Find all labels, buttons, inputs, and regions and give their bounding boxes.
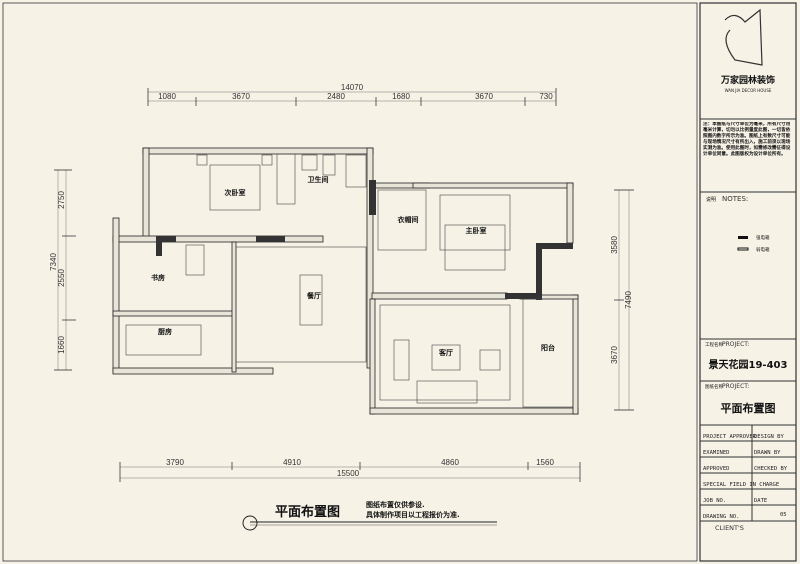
legend-item: 强电箱: [756, 234, 770, 241]
title-block: 万家园林装饰 WAN JIA DECOR HOUSE 注：本图纸与尺寸单位为毫米…: [700, 8, 796, 532]
room-labels: 次卧室 卫生间 书房 餐厅 厨房 衣帽间 主卧室 客厅 阳台: [151, 175, 555, 357]
room-dining: 餐厅: [306, 291, 321, 300]
drawing-number: 05: [780, 512, 787, 518]
dim-label: 1080: [158, 92, 176, 101]
room-master-bedroom: 主卧室: [466, 226, 487, 235]
room-bathroom: 卫生间: [308, 175, 329, 184]
row-label: PROJECT APPROVER: [703, 434, 757, 440]
company-name: 万家园林装饰: [720, 74, 775, 86]
dim-label: 2750: [57, 191, 66, 209]
row-label: JOB NO.: [703, 498, 726, 504]
dim-top-total: 14070: [341, 83, 364, 92]
notes-label: 说明: [706, 196, 716, 203]
drawing-note-1: 图纸布置仅供参设.: [366, 500, 425, 509]
notes-cn: 注：本图纸与尺寸单位为毫米，所有尺寸用毫米计算，切勿以比例量度此图，一切皆依照图…: [703, 122, 791, 157]
company-logo-icon: [724, 8, 763, 66]
furniture: [125, 153, 574, 408]
title-block-border: [699, 2, 797, 562]
dim-label: 1660: [57, 336, 66, 354]
room-living: 客厅: [438, 348, 453, 357]
drawing-name: 平面布置图: [721, 401, 776, 415]
room-balcony: 阳台: [541, 343, 555, 352]
dim-label: 2480: [327, 92, 345, 101]
row-label: APPROVED: [703, 466, 730, 472]
right-dimensions: 3580 3670 7490: [610, 189, 634, 411]
title-block-table: PROJECT APPROVER DESIGN BY EXAMINED DRAW…: [700, 424, 796, 532]
dim-label: 3790: [166, 458, 184, 467]
drawing-label: PROJECT:: [722, 383, 749, 390]
dim-label: 730: [539, 92, 553, 101]
dim-label: 1560: [536, 458, 554, 467]
dim-label: 3670: [232, 92, 250, 101]
row-label: DESIGN BY: [754, 434, 784, 440]
row-label: CHECKED BY: [754, 466, 788, 472]
dim-bottom-total: 15500: [337, 469, 360, 478]
dim-label: 3580: [610, 236, 619, 254]
room-study: 书房: [151, 273, 165, 282]
company-sub: WAN JIA DECOR HOUSE: [725, 88, 772, 93]
notes-cn-box: 注：本图纸与尺寸单位为毫米，所有尺寸用毫米计算，切勿以比例量度此图，一切皆依照图…: [703, 122, 791, 157]
dim-label: 3670: [475, 92, 493, 101]
row-label: DATE: [754, 498, 767, 504]
drawing-border: [2, 2, 698, 562]
dim-label: 1680: [392, 92, 410, 101]
room-cloakroom: 衣帽间: [398, 215, 419, 224]
drawing-note-2: 具体制作项目以工程报价为准.: [365, 510, 460, 519]
legend-item: 弱电箱: [756, 246, 770, 253]
dim-label: 2550: [57, 269, 66, 287]
dim-label: 4910: [283, 458, 301, 467]
project-label: PROJECT:: [722, 341, 749, 348]
drawing-label-cn: 图纸名称: [705, 383, 723, 390]
row-label: DRAWING NO.: [703, 514, 739, 520]
room-second-bedroom: 次卧室: [225, 188, 246, 197]
drawing-title: 平面布置图 图纸布置仅供参设. 具体制作项目以工程报价为准.: [242, 500, 497, 531]
row-label: DRAWN BY: [754, 450, 781, 456]
dim-label: 3670: [610, 346, 619, 364]
walls: [112, 147, 579, 415]
row-label: EXAMINED: [703, 450, 730, 456]
project-label-cn: 工程名称: [705, 341, 723, 348]
dim-right-total: 7490: [624, 291, 633, 309]
bottom-dimensions: 3790 4910 4860 1560 15500: [119, 458, 581, 482]
left-dimensions: 2750 2550 1660 7340: [49, 169, 76, 371]
room-kitchen: 厨房: [158, 327, 172, 336]
dim-label: 4860: [441, 458, 459, 467]
project-name: 景天花园19-403: [709, 358, 788, 371]
client-label: CLIENT'S: [715, 524, 744, 532]
row-label: SPECIAL FIELD IN CHARGE: [703, 482, 779, 488]
notes-heading: NOTES:: [722, 195, 748, 203]
drawing-title-text: 平面布置图: [275, 504, 340, 520]
top-dimensions: 14070 1080 3670 2480 1680 3670 730: [147, 83, 557, 106]
dim-left-total: 7340: [49, 253, 58, 271]
